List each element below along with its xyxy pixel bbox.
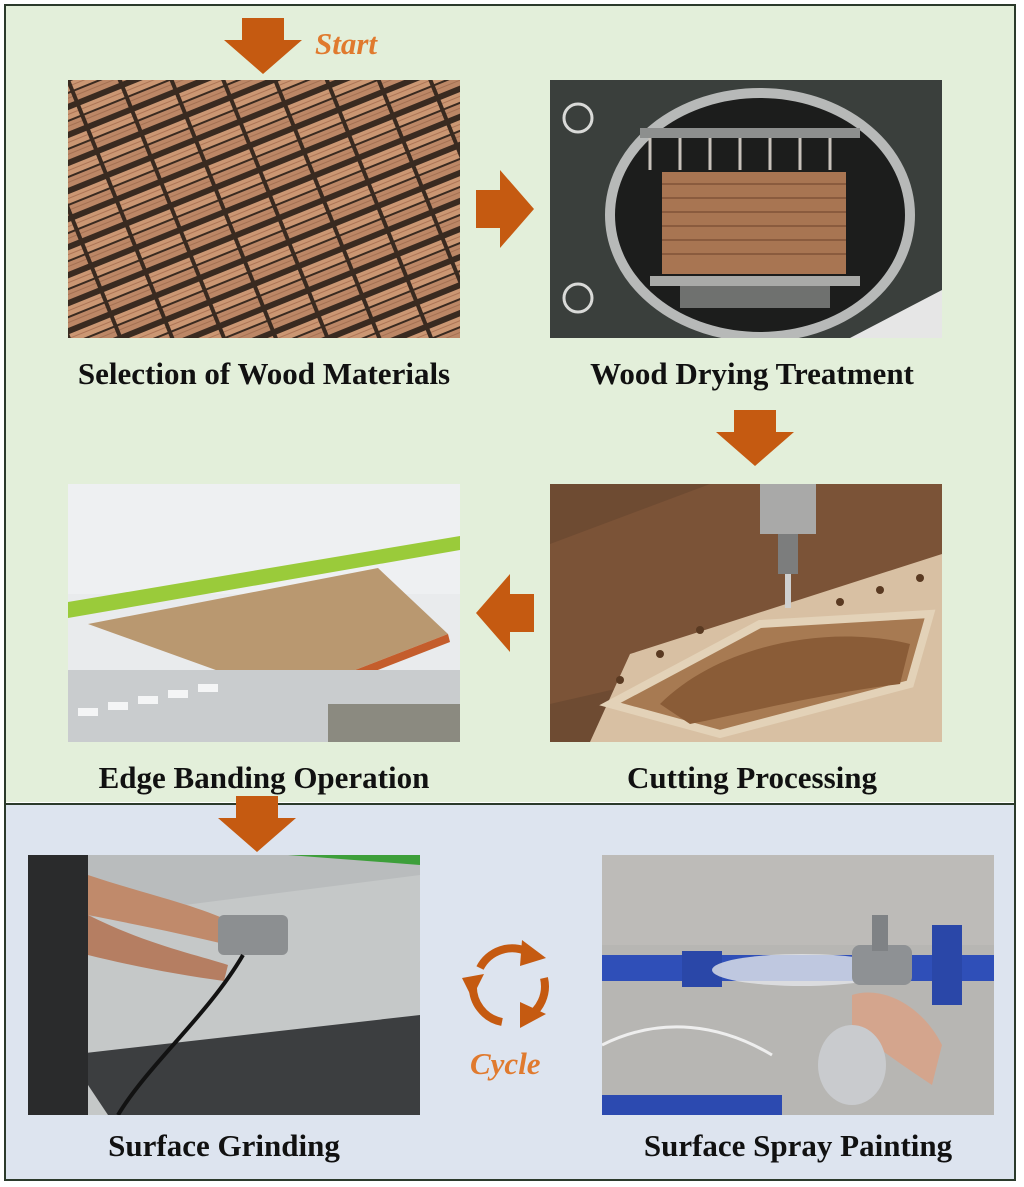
edge-banding-photo (68, 484, 460, 742)
cycle-label: Cycle (470, 1048, 541, 1079)
caption-wood-drying-treatment: Wood Drying Treatment (546, 358, 958, 389)
start-label: Start (315, 28, 377, 59)
wood-materials-photo (68, 80, 460, 338)
right-arrow-1 (476, 170, 534, 248)
caption-selection-of-wood-materials: Selection of Wood Materials (48, 358, 480, 389)
caption-edge-banding-operation: Edge Banding Operation (58, 762, 470, 793)
caption-cutting-processing: Cutting Processing (546, 762, 958, 793)
down-arrow-right (716, 410, 794, 466)
cycle-icon (456, 932, 562, 1038)
caption-surface-grinding: Surface Grinding (28, 1130, 420, 1161)
down-arrow-to-finishing (218, 796, 296, 852)
cutting-processing-photo (550, 484, 942, 742)
surface-spray-painting-photo (602, 855, 994, 1115)
wood-drying-photo (550, 80, 942, 338)
left-arrow (476, 574, 534, 652)
start-down-arrow (224, 18, 302, 74)
surface-grinding-photo (28, 855, 420, 1115)
caption-surface-spray-painting: Surface Spray Painting (600, 1130, 996, 1161)
